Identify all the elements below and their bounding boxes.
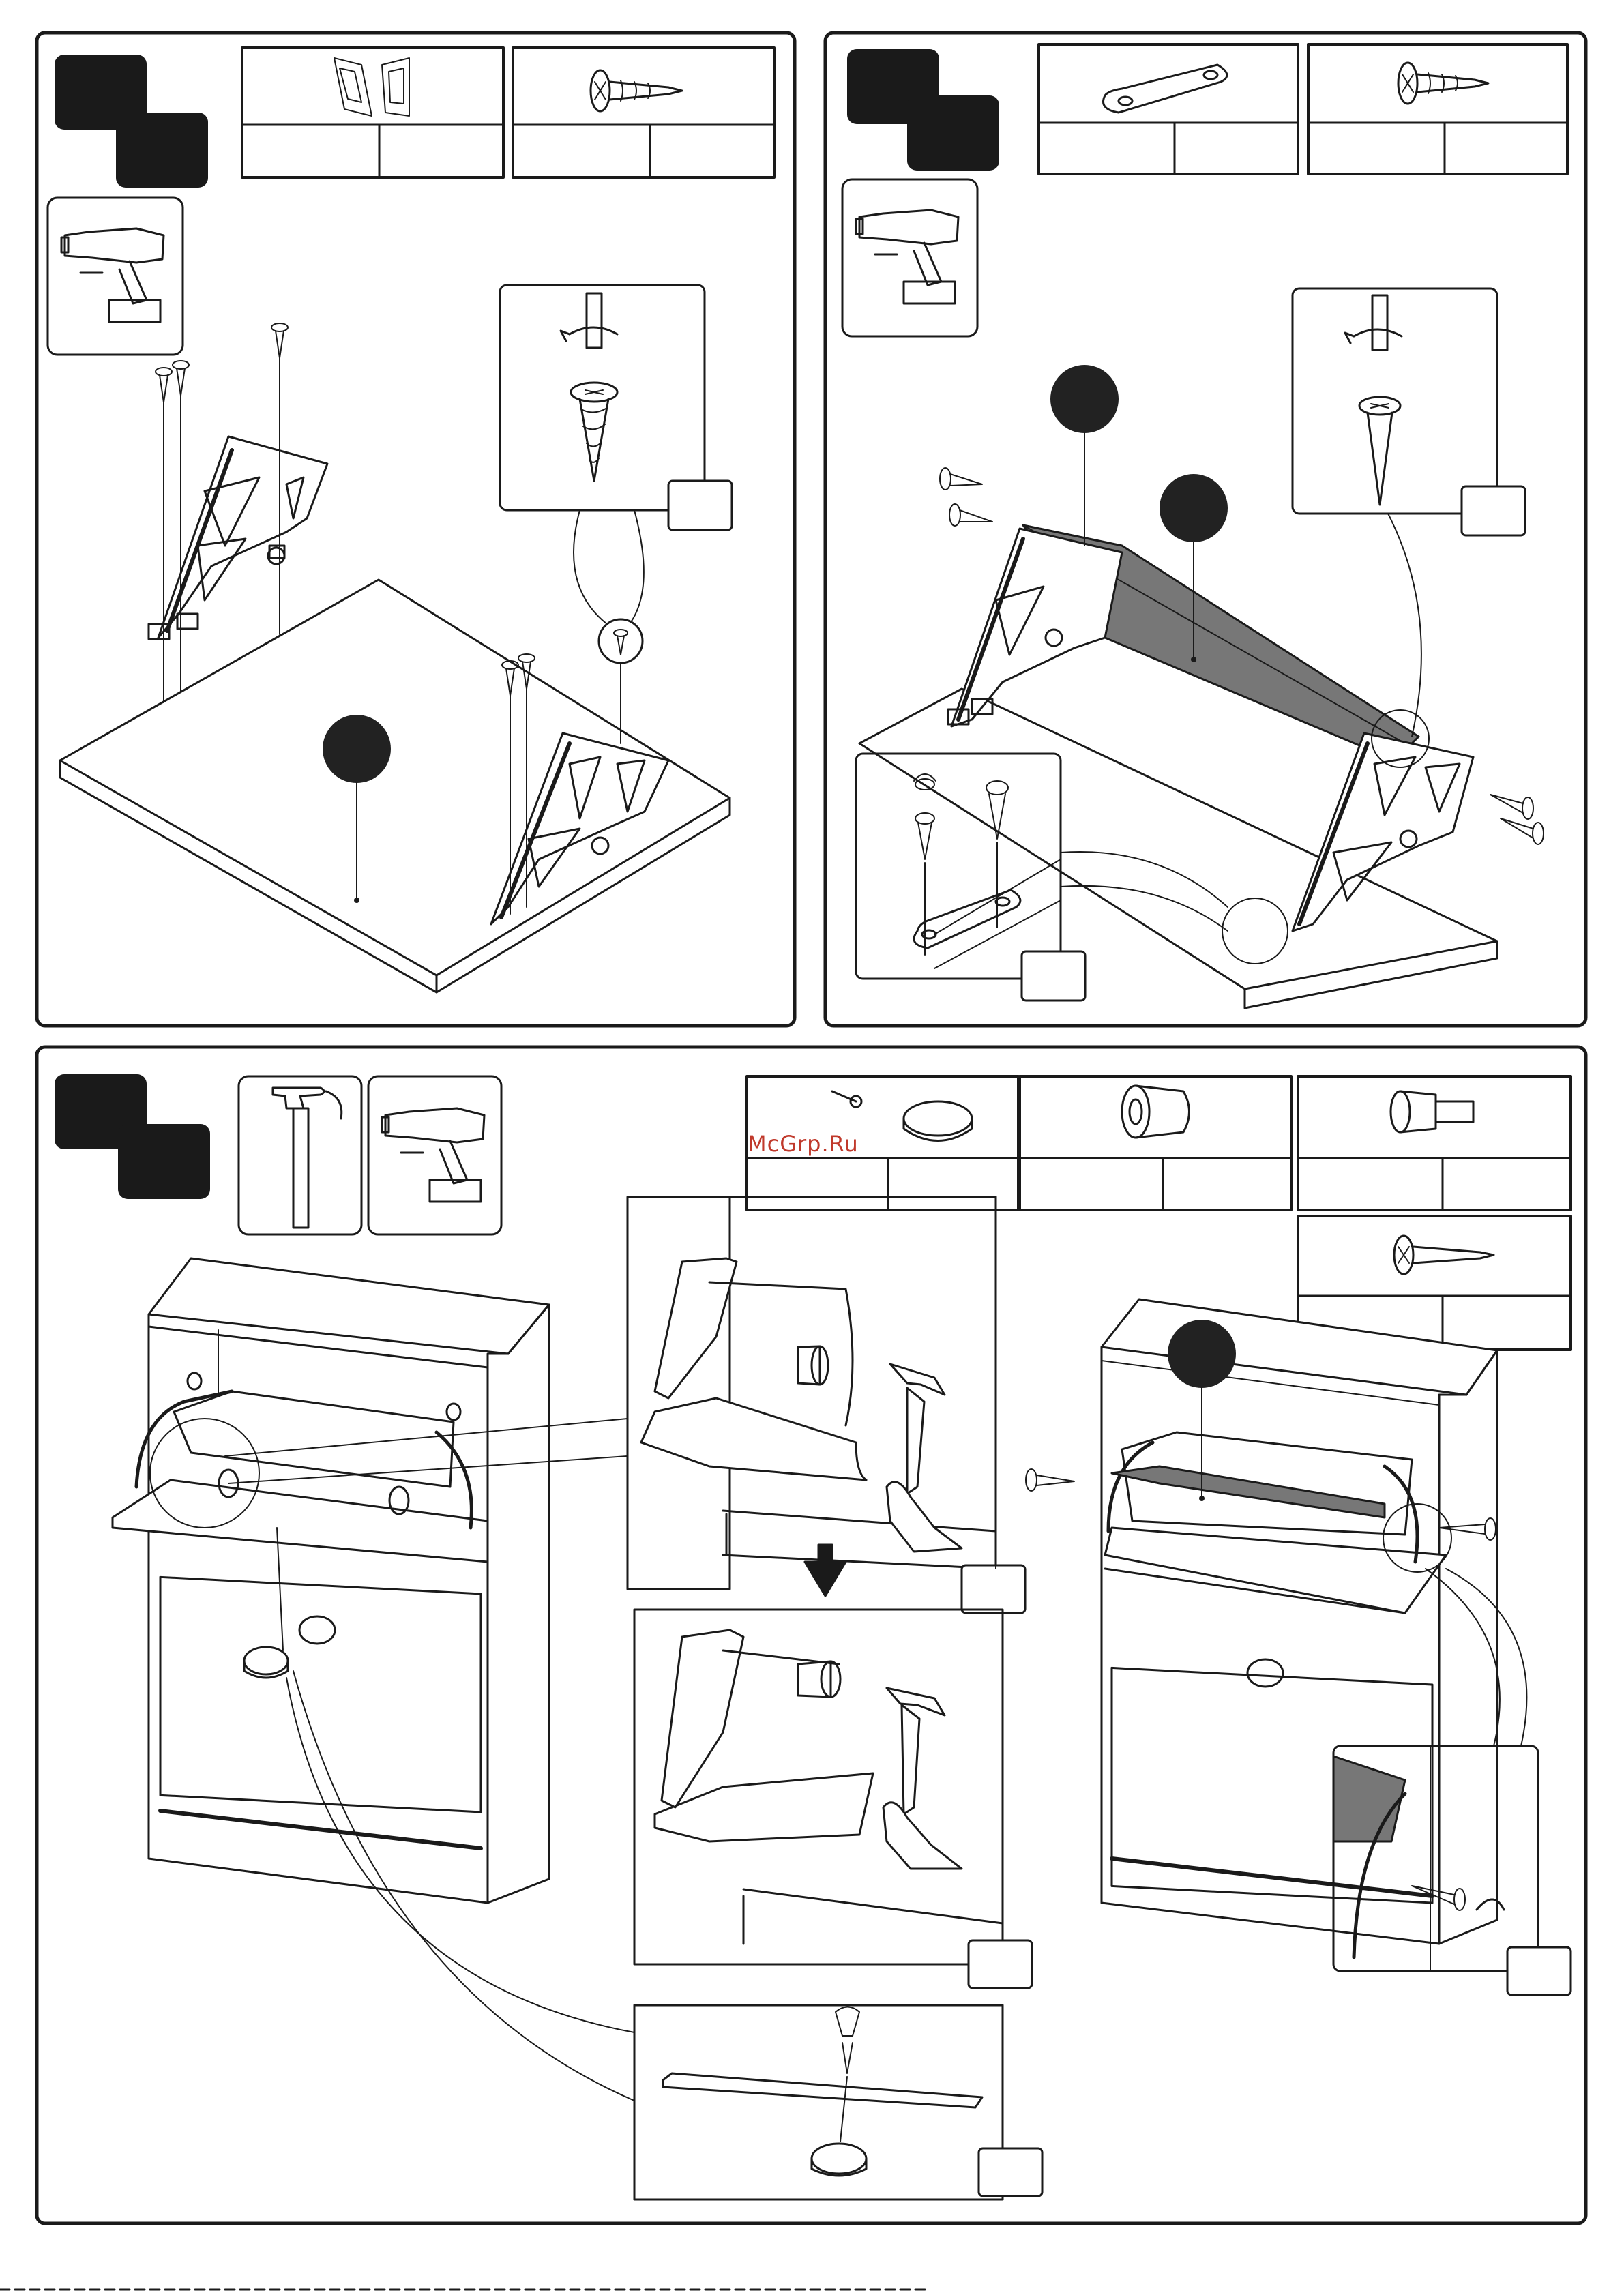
parts-box-screw xyxy=(513,48,774,177)
drill-icon xyxy=(382,1108,484,1202)
screw-icon xyxy=(1394,1236,1494,1274)
drill-icon xyxy=(856,210,958,303)
watermark-text: McGrp.Ru xyxy=(748,1131,898,1164)
parts-box-dowel xyxy=(1298,1076,1571,1210)
screw-icon xyxy=(156,368,172,402)
drill-icon xyxy=(61,228,164,322)
step-panel-top-right xyxy=(825,33,1586,1026)
bushing-icon xyxy=(1122,1086,1190,1138)
dowel-icon xyxy=(1391,1091,1473,1132)
hammer-icon xyxy=(273,1088,342,1228)
left-hinge-bracket xyxy=(948,529,1122,726)
parts-box-connector-plate xyxy=(1039,44,1298,174)
screw-icon xyxy=(949,504,992,526)
screw-icon xyxy=(836,2007,859,2074)
hammer-detail-upper xyxy=(628,1197,1025,1613)
step-number-badge xyxy=(55,55,208,188)
screw-icon xyxy=(1026,1469,1074,1491)
screw-icon xyxy=(1501,818,1544,844)
screw-icon xyxy=(271,323,288,358)
screwdriver-icon xyxy=(561,293,617,481)
side-screw-detail xyxy=(1333,1569,1571,1995)
parts-box-hinge-brackets xyxy=(242,48,503,177)
screw-icon xyxy=(940,468,982,490)
step-panel-top-left xyxy=(37,33,795,1026)
connector-plate-icon xyxy=(914,890,1020,948)
step-panel-bottom xyxy=(37,1047,1586,2223)
parts-box-bushing xyxy=(1020,1076,1291,1210)
screw-icon xyxy=(614,630,628,655)
cabinet-left xyxy=(113,1258,549,1903)
connector-plate-icon xyxy=(1104,65,1227,113)
cabinet-right xyxy=(1026,1299,1497,1944)
screw-icon xyxy=(914,774,936,859)
screw-icon xyxy=(1398,63,1488,104)
tool-box-drill xyxy=(368,1076,501,1234)
step-number-badge xyxy=(55,1074,210,1199)
knob-icon xyxy=(812,2144,866,2176)
screw-icon xyxy=(173,361,189,396)
hammer-detail-lower xyxy=(634,1610,1032,1988)
screw-detail-callout xyxy=(500,285,732,743)
part-number-marker xyxy=(1050,365,1119,546)
screw-icon xyxy=(591,70,682,111)
parts-box-screw xyxy=(1308,44,1567,174)
hinge-bracket-icon xyxy=(334,58,409,116)
tool-box-drill xyxy=(48,198,183,355)
step-number-badge xyxy=(847,49,999,171)
left-hinge-bracket xyxy=(149,436,327,639)
tool-box-hammer xyxy=(239,1076,361,1234)
tool-box-drill xyxy=(842,179,977,336)
screw-icon xyxy=(1490,795,1533,819)
